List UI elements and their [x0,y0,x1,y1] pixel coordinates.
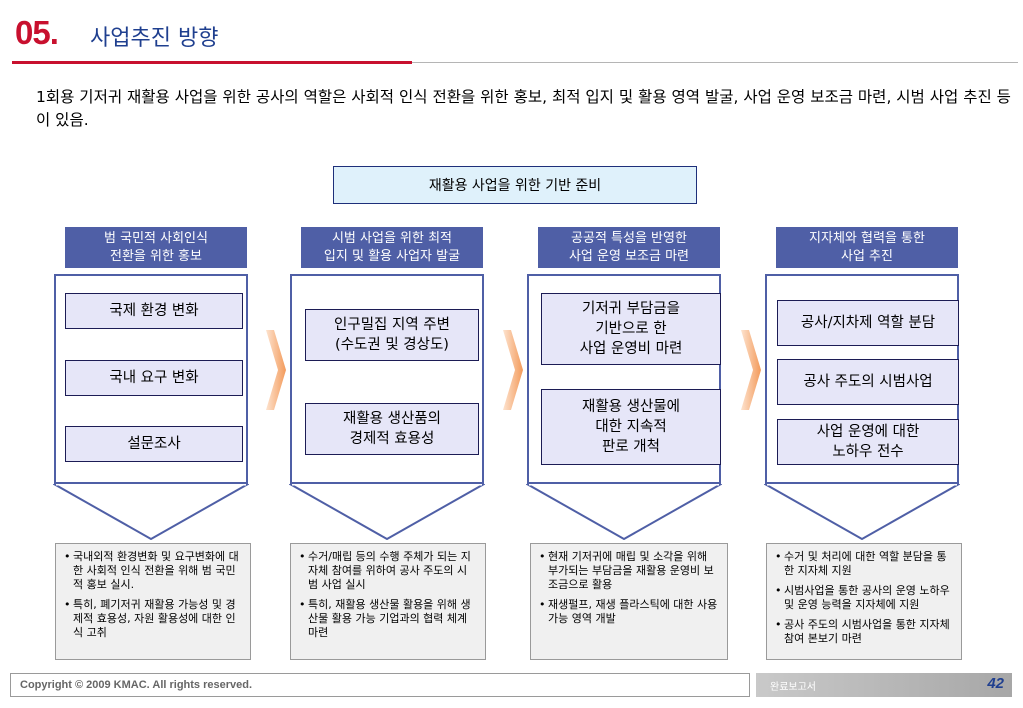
footer: Copyright © 2009 KMAC. All rights reserv… [10,673,750,697]
item-survey: 설문조사 [65,426,243,462]
chevron-right-icon [741,330,761,410]
foundation-box: 재활용 사업을 위한 기반 준비 [333,166,697,204]
item-know-how-transfer: 사업 운영에 대한 노하우 전수 [777,419,959,465]
item-diaper-charge: 기저귀 부담금을 기반으로 한 사업 운영비 마련 [541,293,721,365]
column-header-site-selection: 시범 사업을 위한 최적 입지 및 활용 사업자 발굴 [301,227,483,268]
chevron-right-icon [266,330,286,410]
note-item: 국내외적 환경변화 및 요구변화에 대한 사회적 인식 전환을 위해 범 국민적… [64,550,242,592]
report-label: 완료보고서 [770,682,816,693]
note-item: 현재 기저귀에 매립 및 소각을 위해 부가되는 부담금을 재활용 운영비 보조… [539,550,719,592]
column-header-subsidy: 공공적 특성을 반영한 사업 운영 보조금 마련 [538,227,720,268]
note-item: 공사 주도의 시범사업을 통한 지자체 참여 본보기 마련 [775,618,953,646]
item-role-division: 공사/지차제 역할 분담 [777,300,959,346]
note-item: 특히, 폐기저귀 재활용 가능성 및 경제적 효용성, 자원 활용성에 대한 인… [64,598,242,640]
note-box-site-selection: 수거/매립 등의 수행 주체가 되는 지자체 참여를 위하여 공사 주도의 시범… [290,543,486,660]
column-header-local-government: 지자체와 협력을 통한 사업 추진 [776,227,958,268]
note-item: 특히, 재활용 생산물 활용을 위해 생산물 활용 가능 기업과의 협력 체계 … [299,598,477,640]
intro-text: 1회용 기저귀 재활용 사업을 위한 공사의 역할은 사회적 인식 전환을 위한… [36,88,1011,129]
page-title: 사업추진 방향 [90,26,219,51]
arrow-down-icon [764,484,960,540]
item-sales-channel: 재활용 생산물에 대한 지속적 판로 개척 [541,389,721,465]
item-populated-area: 인구밀집 지역 주변 (수도권 및 경상도) [305,309,479,361]
note-box-subsidy: 현재 기저귀에 매립 및 소각을 위해 부가되는 부담금을 재활용 운영비 보조… [530,543,728,660]
item-economic-efficiency: 재활용 생산품의 경제적 효용성 [305,403,479,455]
page-number: 42 [987,675,1004,692]
footer-bar: 완료보고서 42 [756,673,1012,697]
note-item: 시범사업을 통한 공사의 운영 노하우 및 운영 능력을 지자체에 지원 [775,584,953,612]
arrow-down-icon [289,484,485,540]
note-box-promotion: 국내외적 환경변화 및 요구변화에 대한 사회적 인식 전환을 위해 범 국민적… [55,543,251,660]
item-domestic-demand: 국내 요구 변화 [65,360,243,396]
title-rule [412,62,1018,63]
note-item: 재생펄프, 재생 플라스틱에 대한 사용 가능 영역 개발 [539,598,719,626]
arrow-down-icon [53,484,249,540]
title-rule-accent [12,61,412,64]
section-number: 05. [15,14,59,51]
arrow-down-icon [526,484,722,540]
note-box-local-government: 수거 및 처리에 대한 역할 분담을 통한 지자체 지원 시범사업을 통한 공사… [766,543,962,660]
item-global-environment: 국제 환경 변화 [65,293,243,329]
note-item: 수거 및 처리에 대한 역할 분담을 통한 지자체 지원 [775,550,953,578]
chevron-right-icon [503,330,523,410]
copyright: Copyright © 2009 KMAC. All rights reserv… [20,679,253,691]
item-pilot-project: 공사 주도의 시범사업 [777,359,959,405]
column-header-promotion: 범 국민적 사회인식 전환을 위한 홍보 [65,227,247,268]
note-item: 수거/매립 등의 수행 주체가 되는 지자체 참여를 위하여 공사 주도의 시범… [299,550,477,592]
